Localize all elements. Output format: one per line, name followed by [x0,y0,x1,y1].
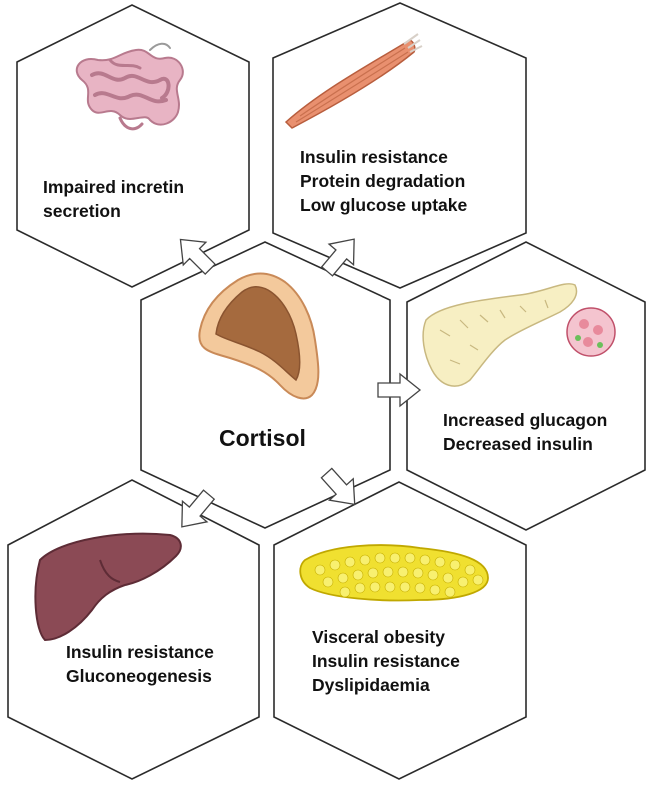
label-line: Visceral obesity [312,627,445,647]
hex-pancreas [406,241,646,531]
hex-muscle [272,2,527,289]
hex-intestine [16,4,250,288]
arrow-to-muscle [320,238,355,277]
islet-icon [566,307,616,357]
intestine-icon [75,42,184,131]
arrow-to-liver [181,489,216,528]
arrow-to-intestine [179,238,217,276]
adrenal-gland-icon [198,272,320,400]
label-line: Dyslipidaemia [312,675,430,695]
pancreas-icon [422,283,578,387]
label-line: Low glucose uptake [300,195,468,215]
adipose-tissue-icon [299,544,489,602]
label-pancreas: Increased glucagon Decreased insulin [443,408,607,456]
label-line: Impaired incretin [43,177,185,197]
label-line: Insulin resistance [66,642,214,662]
label-line: Insulin resistance [312,651,460,671]
label-line: Increased glucagon [443,410,608,430]
label-liver: Insulin resistance Gluconeogenesis [66,640,214,688]
liver-icon [34,532,182,642]
label-intestine: Impaired incretin secretion [43,175,184,223]
label-muscle: Insulin resistance Protein degradation L… [300,145,467,217]
hex-cortisol [140,241,391,529]
label-line: Decreased insulin [443,434,593,454]
label-cortisol: Cortisol [219,425,306,451]
label-adipose: Visceral obesity Insulin resistance Dysl… [312,625,460,697]
arrow-to-adipose [320,467,356,506]
arrow-to-pancreas [377,372,422,408]
label-line: Protein degradation [300,171,466,191]
label-line: Insulin resistance [300,147,448,167]
muscle-icon [284,33,423,129]
label-line: secretion [43,201,121,221]
label-line: Gluconeogenesis [66,666,212,686]
